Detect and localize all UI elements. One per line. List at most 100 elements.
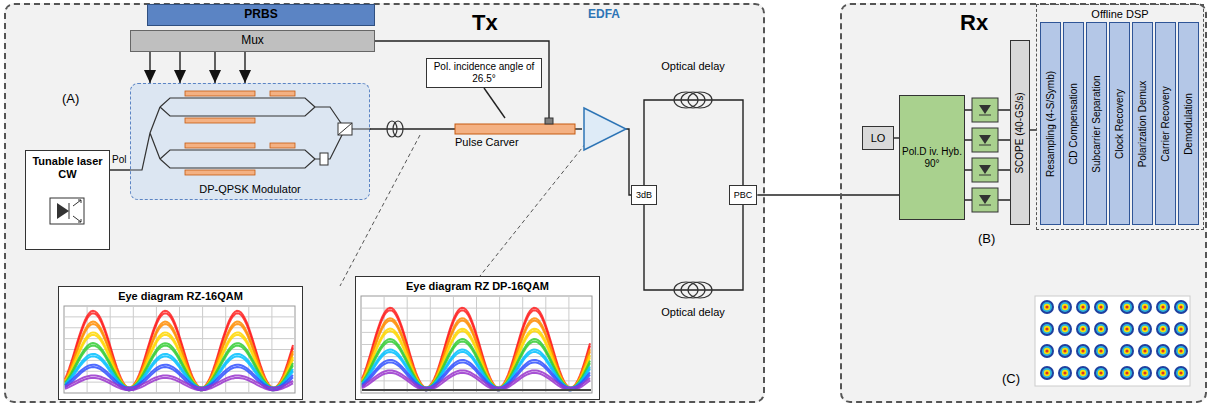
constellation-point <box>1124 304 1130 310</box>
eye-trace <box>65 324 293 390</box>
constellation-point <box>1140 324 1150 334</box>
node-label: Carrier Recovery <box>1160 86 1172 162</box>
constellation-point <box>1158 302 1168 312</box>
constellation-point <box>1080 326 1086 332</box>
laser-symbol <box>50 198 84 224</box>
constellation-point <box>1042 368 1052 378</box>
constellation-point <box>1174 366 1188 380</box>
constellation-point <box>1120 366 1134 380</box>
dsp-block: Polarization Demux <box>1132 22 1153 225</box>
constellation-point <box>1062 370 1068 376</box>
constellation-point <box>1124 370 1130 376</box>
arrowhead <box>174 70 186 83</box>
delay-coil <box>674 282 712 298</box>
eye-trace <box>362 321 590 391</box>
plot-area <box>361 296 592 393</box>
connector-line <box>375 41 549 118</box>
constellation-point <box>1081 327 1084 330</box>
constellation-point <box>1063 371 1066 374</box>
node-label: SCOPE (40-GS/s) <box>1014 92 1026 173</box>
constellation-point <box>1044 370 1050 376</box>
connector <box>575 129 582 130</box>
constellation-point <box>1142 326 1148 332</box>
constellation-point <box>1044 326 1050 332</box>
node-label: 3dB <box>636 190 652 200</box>
electrode <box>185 91 255 96</box>
connector-line <box>370 128 455 129</box>
connector <box>757 195 899 196</box>
node-label: Tunable laser CW <box>28 155 107 180</box>
eye-trace <box>362 373 590 390</box>
constellation-point <box>1040 322 1054 336</box>
constellation-point <box>1076 322 1090 336</box>
constellation-point <box>1060 324 1070 334</box>
constellation-point <box>1078 324 1088 334</box>
photodetector <box>972 98 998 122</box>
node-label: Clock Recovery <box>1114 88 1126 158</box>
constellation-point <box>1045 305 1048 308</box>
constellation-point <box>1076 300 1090 314</box>
constellation-point <box>1058 300 1072 314</box>
dsp-block: Clock Recovery <box>1109 22 1130 225</box>
panel-fill <box>4 3 765 403</box>
eye-diagram-art <box>58 286 303 400</box>
node-label: Rx <box>960 10 988 35</box>
constellation-point <box>1099 349 1102 352</box>
constellation-point <box>1140 302 1150 312</box>
constellation-point <box>1045 371 1048 374</box>
eye-trace <box>65 346 293 391</box>
annotation-label: Pol <box>112 154 126 166</box>
node-label: Pol. incidence angle of 26.5° <box>427 61 541 85</box>
constellation-point <box>1156 366 1170 380</box>
edfa-amplifier: EDFA <box>582 8 626 150</box>
constellation-point <box>1096 324 1106 334</box>
eye-trace <box>65 367 293 390</box>
dsp-group: Offline DSPResampling (4-S/Symb)CD Compe… <box>1036 4 1204 230</box>
node-label: Demodulation <box>1183 93 1195 155</box>
constellation-point <box>1120 344 1134 358</box>
pol-combiner <box>338 123 352 135</box>
constellation-point <box>1178 348 1184 354</box>
constellation-point <box>1099 305 1102 308</box>
constellation-point <box>1161 349 1164 352</box>
connector <box>370 129 455 130</box>
constellation-point <box>1156 322 1170 336</box>
constellation-point <box>1174 300 1188 314</box>
connector-line <box>757 194 899 195</box>
constellation-point <box>1060 346 1070 356</box>
constellation-point <box>1142 304 1148 310</box>
modulator-box: DP-QPSK Modulator <box>130 83 370 200</box>
constellation-point <box>1042 324 1052 334</box>
node-label: CD Compensation <box>1068 83 1080 165</box>
constellation-point <box>1094 344 1108 358</box>
constellation-point <box>1099 327 1102 330</box>
constellation-point <box>1042 302 1052 312</box>
constellation-point <box>1081 349 1084 352</box>
node-label: Mux <box>241 34 264 48</box>
connector-line <box>575 128 582 129</box>
node-label: Pol.D iv. Hyb. 90° <box>900 146 964 170</box>
photodetector <box>972 128 998 152</box>
modulator-bar <box>455 124 575 134</box>
constellation-point <box>1080 304 1086 310</box>
constellation-point <box>1156 300 1170 314</box>
constellation-point <box>1045 327 1048 330</box>
connector <box>965 110 1010 200</box>
fiber-coil <box>387 121 403 137</box>
constellation-point <box>1138 344 1152 358</box>
eye-trace <box>362 342 590 391</box>
eye-diagram: Eye diagram RZ-16QAM <box>58 286 303 400</box>
constellation-point <box>1080 348 1086 354</box>
constellation-point <box>1094 300 1108 314</box>
waveguide <box>315 107 371 159</box>
constellation-point <box>1179 305 1182 308</box>
constellation-point <box>1160 304 1166 310</box>
laser-box: Tunable laser CW <box>25 150 110 250</box>
eye-trace <box>65 378 293 390</box>
constellation-point <box>1078 346 1088 356</box>
connector <box>644 100 743 185</box>
scope-box: SCOPE (40-GS/s) <box>1010 40 1030 225</box>
constellation-point <box>1040 344 1054 358</box>
mux-box: Mux <box>130 30 375 52</box>
constellation-point <box>1094 366 1108 380</box>
